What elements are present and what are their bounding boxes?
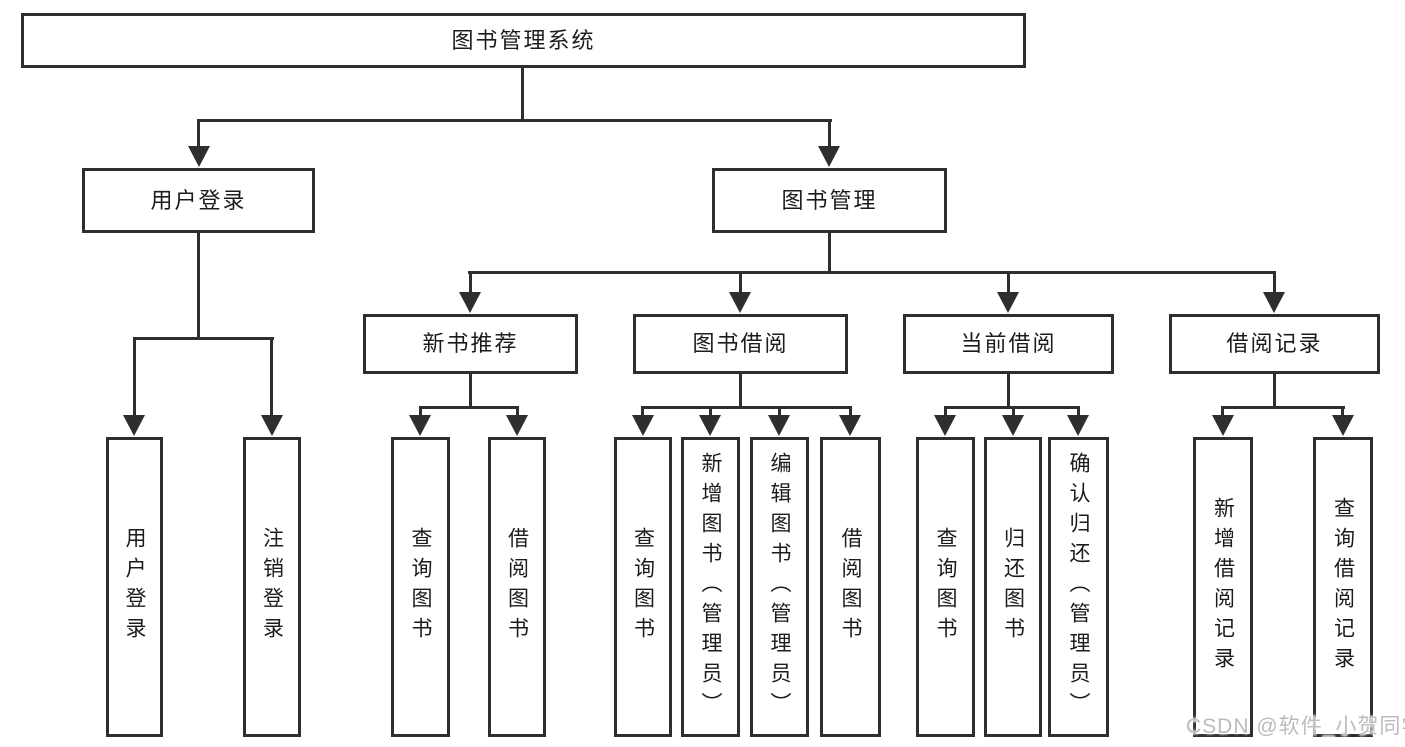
arrow-down-icon [997, 292, 1019, 313]
leaf-borrow-books-2: 借阅图书 [820, 437, 881, 737]
node-label: 图书管理系统 [451, 27, 596, 53]
connector-drop [739, 274, 742, 294]
leaf-label: 新增图书（管理员） [699, 452, 722, 722]
arrow-down-icon [1332, 415, 1354, 436]
connector-root-drop [521, 68, 524, 121]
node-label: 借阅记录 [1226, 331, 1323, 356]
leaf-label: 查询图书 [409, 527, 432, 647]
leaf-query-borrow-record: 查询借阅记录 [1313, 437, 1373, 737]
arrow-down-icon [459, 292, 481, 313]
watermark: CSDN @软件_小贺同学 [1186, 715, 1405, 738]
leaf-query-books-3: 查询图书 [916, 437, 975, 737]
connector-stub [419, 409, 422, 418]
connector-drop [469, 274, 472, 294]
leaf-label: 查询借阅记录 [1331, 497, 1355, 677]
arrow-down-icon [1212, 415, 1234, 436]
leaf-label: 新增借阅记录 [1211, 497, 1235, 677]
connector-drop [1007, 373, 1010, 409]
connector-drop [197, 233, 200, 340]
leaf-label: 借阅图书 [839, 527, 862, 647]
connector-stub [516, 409, 519, 418]
leaf-confirm-return-admin: 确认归还（管理员） [1048, 437, 1109, 737]
node-root: 图书管理系统 [21, 13, 1026, 68]
arrow-down-icon [123, 415, 145, 436]
leaf-label: 确认归还（管理员） [1067, 452, 1090, 722]
node-new-book-recommend: 新书推荐 [363, 314, 578, 374]
arrow-down-icon [934, 415, 956, 436]
arrow-down-icon [261, 415, 283, 436]
connector-bar [1221, 406, 1345, 409]
leaf-label: 借阅图书 [505, 527, 529, 647]
arrow-down-icon [1067, 415, 1089, 436]
leaf-return-book: 归还图书 [984, 437, 1042, 737]
leaf-query-books-1: 查询图书 [391, 437, 450, 737]
node-label: 当前借阅 [960, 331, 1057, 356]
connector-stub [1221, 409, 1224, 418]
leaf-edit-book-admin: 编辑图书（管理员） [750, 437, 809, 737]
connector-bar [133, 337, 274, 340]
arrow-down-icon [818, 146, 840, 167]
arrow-down-icon [632, 415, 654, 436]
connector-level3-bar [468, 271, 1276, 274]
leaf-add-book-admin: 新增图书（管理员） [681, 437, 740, 737]
leaf-logout: 注销登录 [243, 437, 301, 737]
node-book-management: 图书管理 [712, 168, 947, 233]
node-book-borrow: 图书借阅 [633, 314, 848, 374]
leaf-user-login: 用户登录 [106, 437, 163, 737]
arrow-down-icon [1263, 292, 1285, 313]
arrow-down-icon [1002, 415, 1024, 436]
leaf-add-borrow-record: 新增借阅记录 [1193, 437, 1253, 737]
arrow-down-icon [729, 292, 751, 313]
connector-drop [828, 122, 831, 149]
connector-drop [1273, 274, 1276, 294]
connector-drop [197, 122, 200, 149]
leaf-label: 用户登录 [123, 527, 146, 647]
connector-stub [1077, 409, 1080, 418]
connector-bar [944, 406, 1080, 409]
arrow-down-icon [768, 415, 790, 436]
connector-drop [739, 373, 742, 409]
node-current-borrow: 当前借阅 [903, 314, 1114, 374]
leaf-label: 编辑图书（管理员） [768, 452, 791, 722]
connector-stub [641, 409, 644, 418]
arrow-down-icon [506, 415, 528, 436]
connector-stub [944, 409, 947, 418]
connector-drop [270, 340, 273, 418]
node-borrow-records: 借阅记录 [1169, 314, 1380, 374]
node-label: 图书借阅 [692, 331, 789, 356]
leaf-label: 注销登录 [260, 527, 284, 647]
arrow-down-icon [188, 146, 210, 167]
connector-stub [849, 409, 852, 418]
connector-drop [1007, 274, 1010, 294]
connector-bar [419, 406, 519, 409]
leaf-query-books-2: 查询图书 [614, 437, 672, 737]
connector-level2-bar [197, 119, 832, 122]
connector-stub [778, 409, 781, 418]
connector-stub [709, 409, 712, 418]
arrow-down-icon [409, 415, 431, 436]
connector-drop [133, 340, 136, 418]
connector-stub [1341, 409, 1344, 418]
node-label: 用户登录 [150, 187, 247, 213]
leaf-label: 归还图书 [1001, 527, 1025, 647]
node-label: 新书推荐 [422, 331, 519, 356]
leaf-label: 查询图书 [631, 527, 655, 647]
node-user-login: 用户登录 [82, 168, 315, 233]
arrow-down-icon [839, 415, 861, 436]
connector-bar [641, 406, 852, 409]
node-label: 图书管理 [781, 187, 878, 213]
connector-drop [469, 373, 472, 409]
connector-stub [1012, 409, 1015, 418]
leaf-borrow-books-1: 借阅图书 [488, 437, 546, 737]
connector-drop [1273, 373, 1276, 409]
leaf-label: 查询图书 [934, 527, 957, 647]
connector-drop [828, 233, 831, 274]
arrow-down-icon [699, 415, 721, 436]
